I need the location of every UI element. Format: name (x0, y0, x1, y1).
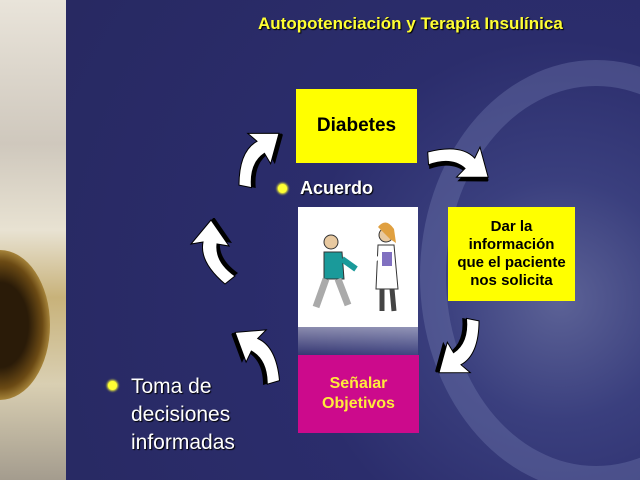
bullet-icon (108, 381, 117, 390)
cycle-arrow-icon (189, 218, 238, 285)
cycle-arrow-icon (434, 317, 480, 374)
dar-line: información (468, 236, 555, 253)
toma-line: decisiones (131, 403, 231, 426)
senalar-line: Señalar (329, 375, 388, 392)
senalar-objetivos-box: Señalar Objetivos (298, 355, 419, 433)
flower-image (0, 0, 66, 480)
toma-line: Toma de (131, 375, 212, 398)
handshake-clipart (298, 207, 418, 327)
dar-line: Dar la (490, 218, 533, 235)
diabetes-label: Diabetes (316, 115, 397, 136)
toma-decisiones-text: Toma de decisiones informadas (131, 373, 235, 457)
dar-informacion-box: Dar la información que el paciente nos s… (448, 207, 575, 301)
cycle-arrow-icon (238, 132, 284, 189)
senalar-line: Objetivos (322, 395, 395, 412)
toma-line: informadas (131, 431, 235, 454)
slide-title: Autopotenciación y Terapia Insulínica (258, 14, 563, 33)
diabetes-box: Diabetes (296, 89, 417, 163)
bullet-icon (278, 184, 287, 193)
cycle-arrow-icon (230, 329, 281, 385)
cycle-arrow-icon (427, 145, 489, 182)
dar-line: que el paciente (457, 254, 566, 271)
acuerdo-label: Acuerdo (300, 178, 374, 198)
dar-line: nos solicita (470, 272, 553, 289)
clipart-reflection (298, 327, 418, 355)
